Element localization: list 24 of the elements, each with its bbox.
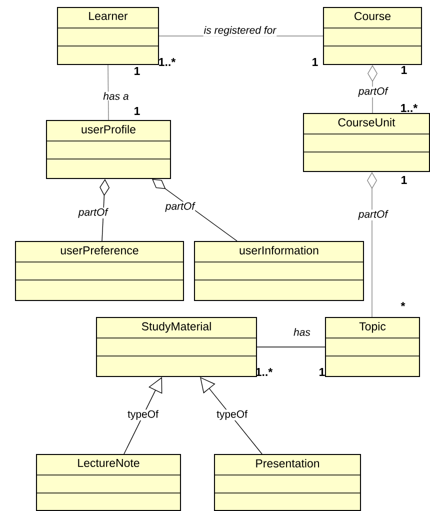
edge-label: partOf <box>78 208 108 218</box>
aggregation-line <box>367 172 377 318</box>
class-box: Topic <box>324 317 420 377</box>
edge-label: partOf <box>358 210 388 220</box>
class-box: userProfile <box>46 120 171 179</box>
multiplicity-label: * <box>400 302 406 306</box>
edge-label: partOf <box>164 202 196 212</box>
generalization-arrow <box>200 377 262 454</box>
edge-label: has a <box>102 92 130 100</box>
edge-label: partOf <box>358 86 388 98</box>
edge-label: is registered for <box>203 26 277 36</box>
class-box: StudyMaterial <box>96 317 257 377</box>
association-line <box>256 346 326 348</box>
generalization-arrow <box>124 377 162 454</box>
edge-label: typeOf <box>216 410 248 420</box>
class-box: Course <box>322 7 422 65</box>
class-box: LectureNote <box>36 454 181 511</box>
class-box: Presentation <box>214 454 361 511</box>
class-box: Learner <box>56 7 159 65</box>
class-box: userPreference <box>14 241 184 301</box>
class-box: userInformation <box>194 241 364 301</box>
class-box: CourseUnit <box>302 113 430 172</box>
edge-label: has <box>293 328 311 336</box>
edge-label: typeOf <box>127 410 159 420</box>
